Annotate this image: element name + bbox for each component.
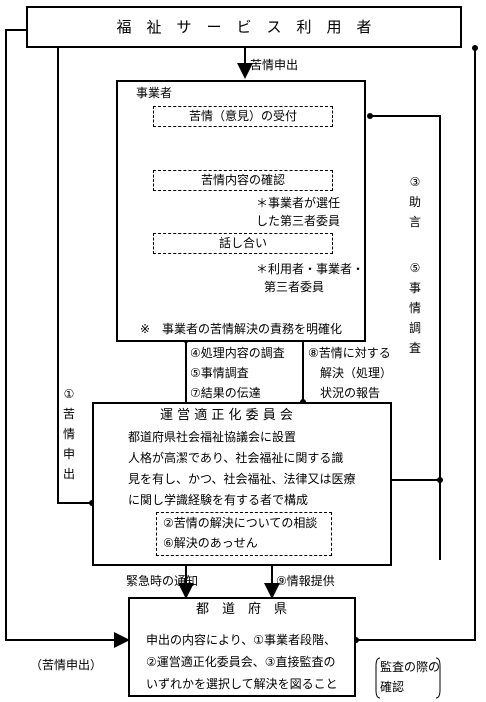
note-participants-b: 第三者委員 bbox=[264, 280, 325, 294]
service-user-title: 福 祉 サ ー ビ ス 利 用 者 bbox=[116, 18, 372, 36]
label-result-transmit: ⑦結果の伝達 bbox=[190, 386, 261, 400]
label-report-a: ⑧苦情に対する bbox=[308, 346, 391, 360]
bottom-complaint-label: （苦情申出） bbox=[30, 658, 103, 672]
consultation-label: ②苦情の解決についての相談 bbox=[163, 516, 318, 530]
business-footnote: ※ 事業者の苦情解決の責務を明確化 bbox=[140, 322, 343, 336]
note-participants-a: ＊利用者・事業者・ bbox=[256, 262, 365, 276]
prefecture-line1: 申出の内容により、①事業者段階、 bbox=[146, 633, 337, 647]
prefecture-line2: ②運営適正化委員会、③直接監査の bbox=[146, 655, 336, 669]
committee-line2: 人格が高潔であり、社会福祉に関する識 bbox=[128, 451, 344, 465]
prefecture-title: 都 道 府 県 bbox=[196, 602, 288, 617]
advice-vertical-label: ③ 助 言 bbox=[408, 175, 421, 229]
service-user-box: 福 祉 サ ー ビ ス 利 用 者 bbox=[26, 6, 462, 48]
step-discussion: 話し合い bbox=[153, 233, 333, 254]
note-third-party-a: ＊事業者が選任 bbox=[256, 196, 341, 210]
business-operator-title: 事業者 bbox=[136, 86, 173, 100]
fact-investigation-vertical-label: ⑤ 事 情 調 査 bbox=[408, 261, 421, 355]
step-receive-complaint: 苦情（意見）の受付 bbox=[153, 106, 333, 127]
audit-confirmation-label-b: 確認 bbox=[380, 680, 405, 694]
prefecture-box bbox=[128, 597, 356, 697]
label-fact-investigation: ⑤事情調査 bbox=[190, 366, 249, 380]
note-third-party-b: した第三者委員 bbox=[256, 214, 341, 228]
info-provision-label: ⑨情報提供 bbox=[276, 574, 335, 588]
emergency-notice-label: 緊急時の通知 bbox=[126, 574, 199, 588]
step-confirm-content: 苦情内容の確認 bbox=[153, 170, 333, 191]
label-report-c: 状況の報告 bbox=[320, 386, 381, 400]
label-investigate-content: ④処理内容の調査 bbox=[190, 346, 285, 360]
complaint-filing-vertical-label: ① 苦 情 申 出 bbox=[62, 387, 75, 481]
prefecture-line3: いずれかを選択して解決を図ること bbox=[146, 677, 338, 691]
committee-line4: に関し学識経験を有する者で構成 bbox=[128, 493, 309, 507]
mediation-label: ⑥解決のあっせん bbox=[163, 536, 258, 550]
committee-line3: 見を有し、かつ、社会福祉、法律又は医療 bbox=[128, 472, 356, 486]
label-report-b: 解決（処理） bbox=[320, 366, 393, 380]
committee-line1: 都道府県社会福祉協議会に設置 bbox=[128, 430, 297, 444]
committee-services: ②苦情の解決についての相談 ⑥解決のあっせん bbox=[156, 512, 332, 556]
committee-title: 運 営 適 正 化 委 員 会 bbox=[160, 408, 293, 423]
complaint-filing-label: 苦情申出 bbox=[250, 58, 299, 72]
audit-confirmation-label-a: 監査の際の bbox=[380, 660, 441, 674]
